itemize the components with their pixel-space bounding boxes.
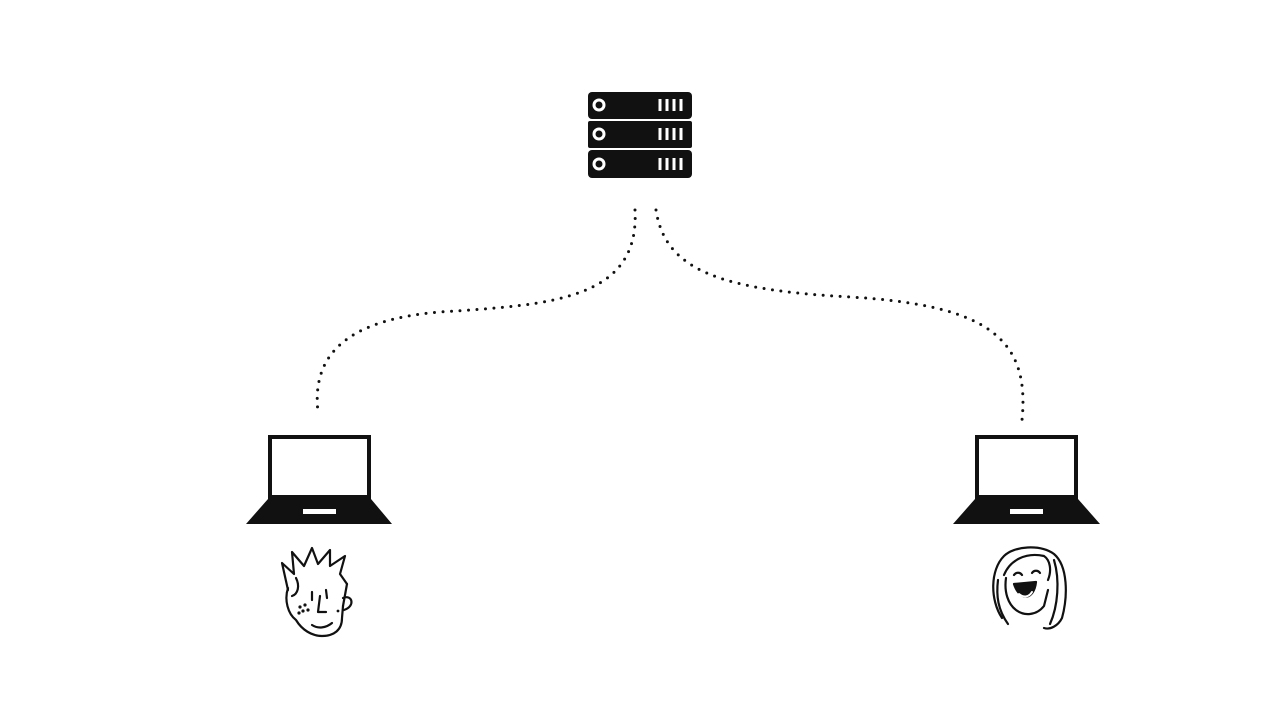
dotted-connection-right [654, 208, 1025, 422]
dotted-connection-left [315, 208, 637, 414]
girl-face-icon [992, 546, 1067, 630]
laptop-icon [953, 435, 1100, 524]
server-rack-icon [588, 92, 692, 178]
boy-face-icon [280, 546, 353, 638]
laptop-icon [246, 435, 392, 524]
